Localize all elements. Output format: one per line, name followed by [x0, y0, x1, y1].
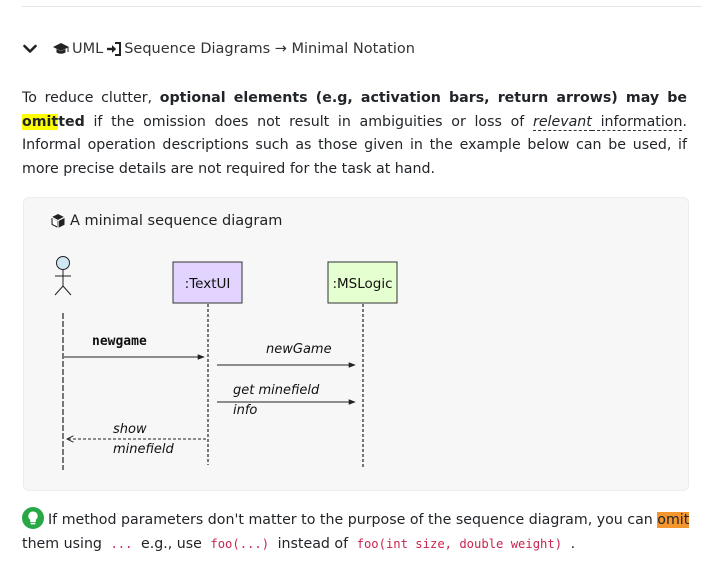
section-header[interactable]: UML Sequence Diagrams → Minimal Notation [22, 38, 415, 60]
cube-icon [50, 213, 66, 229]
highlight-omit-orange: omit [657, 512, 690, 528]
example-box: A minimal sequence diagram :TextUI :MSL [23, 197, 689, 491]
relevant-term-rest[interactable]: information [591, 113, 683, 131]
message-show-label-2: minefield [113, 442, 175, 457]
lightbulb-icon [22, 507, 44, 529]
actor-icon [54, 256, 72, 296]
code-foo-params: foo(int size, double weight) [356, 537, 563, 551]
tip-text-4: instead of [273, 536, 353, 552]
participant-mslogic-label: :MSLogic [332, 276, 392, 292]
message-newGame-label: newGame [266, 342, 332, 357]
tip-text-2: them using [22, 536, 107, 552]
sequence-diagram: :TextUI :MSLogic newgame newGame get min… [54, 256, 398, 470]
code-ellipsis: ... [110, 537, 133, 551]
tip-text-3: e.g., use [136, 536, 207, 552]
intro-text-2: if the omission does not result in ambig… [84, 113, 533, 130]
participant-textui-label: :TextUI [185, 276, 231, 292]
participant-mslogic: :MSLogic [327, 261, 398, 304]
message-getinfo-label-1: get minefield [233, 383, 320, 398]
intro-paragraph: To reduce clutter, optional elements (e.… [22, 87, 687, 181]
message-show-label-1: show [113, 422, 147, 437]
chevron-down-icon[interactable] [22, 41, 38, 57]
example-title: A minimal sequence diagram [50, 213, 282, 229]
tip-paragraph: If method parameters don't matter to the… [22, 507, 690, 556]
intro-text-3: . Informal operation descriptions such a… [22, 113, 687, 177]
tip-text-1: If method parameters don't matter to the… [48, 512, 658, 528]
intro-text-1: To reduce clutter, [22, 90, 160, 106]
graduation-cap-icon [52, 42, 70, 56]
code-foo-dots: foo(...) [210, 537, 270, 551]
top-divider [22, 6, 702, 7]
tip-text-5: . [566, 536, 576, 552]
highlight-omit: omit [22, 113, 59, 130]
sign-in-icon [106, 42, 122, 56]
participant-textui: :TextUI [172, 261, 243, 304]
relevant-term[interactable]: relevant [532, 113, 592, 131]
breadcrumb-uml[interactable]: UML [72, 41, 104, 57]
message-newgame-label: newgame [92, 334, 147, 349]
breadcrumb-title[interactable]: Sequence Diagrams → Minimal Notation [124, 41, 415, 57]
message-getinfo-label-2: info [233, 403, 257, 418]
intro-bold-text: optional elements (e.g, activation bars,… [159, 90, 687, 106]
intro-bold-suffix: ted [58, 113, 85, 130]
example-title-text: A minimal sequence diagram [70, 213, 283, 229]
